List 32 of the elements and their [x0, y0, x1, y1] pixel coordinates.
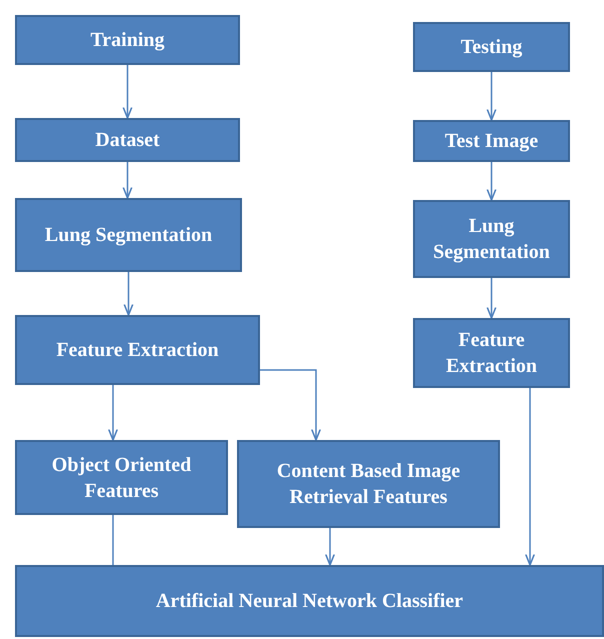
process-box: [413, 200, 570, 278]
box-label: Feature Extraction: [56, 338, 219, 363]
arrow: [525, 388, 535, 566]
box-label: Artificial Neural Network Classifier: [156, 589, 464, 614]
arrow: [122, 65, 132, 119]
arrow: [108, 385, 118, 441]
arrow: [260, 369, 321, 441]
box-label: Test Image: [444, 129, 538, 154]
process-box: [15, 315, 260, 385]
box-label: Training: [90, 28, 165, 53]
process-box: [15, 198, 242, 272]
box-label: Lung Segmentation: [44, 223, 212, 248]
arrow: [325, 528, 335, 566]
arrow: [486, 162, 496, 201]
process-box: [413, 120, 570, 162]
arrow: [122, 162, 132, 199]
process-box: [15, 440, 228, 515]
process-box: [237, 440, 500, 528]
box-label: Feature Extraction: [444, 328, 538, 379]
arrow: [486, 72, 496, 121]
process-box: [15, 565, 604, 637]
arrow: [486, 278, 496, 319]
arrow: [124, 272, 134, 316]
box-label: Object Oriented Features: [50, 452, 192, 504]
box-label: Lung Segmentation: [432, 214, 551, 265]
process-box: [15, 15, 240, 65]
process-box: [413, 318, 570, 388]
box-label: Content Based Image Retrieval Features: [276, 459, 462, 510]
box-label: Dataset: [95, 128, 160, 153]
process-box: [413, 22, 570, 72]
box-label: Testing: [460, 35, 522, 60]
process-box: [15, 118, 240, 162]
